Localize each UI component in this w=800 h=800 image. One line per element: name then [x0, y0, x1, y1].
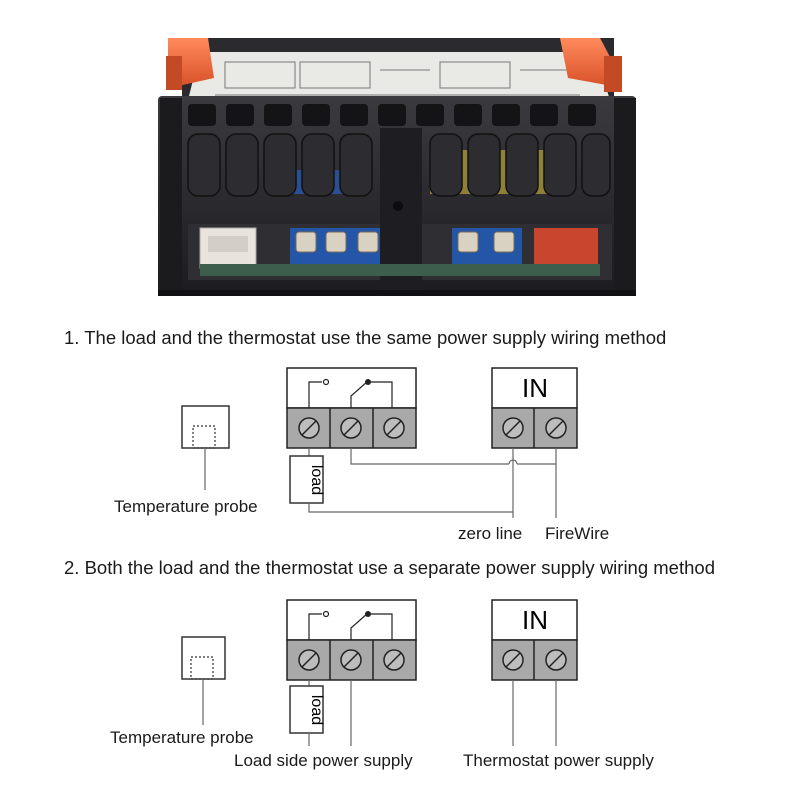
- temperature-probe-label-1: Temperature probe: [114, 497, 258, 516]
- load-box-1: load: [289, 448, 325, 504]
- load-box-2: load: [289, 680, 325, 734]
- circuit-board-area: [188, 224, 612, 280]
- thermostat-power-supply-label: Thermostat power supply: [463, 751, 654, 770]
- firewire-label: FireWire: [545, 524, 610, 543]
- mounting-clip-right: [560, 38, 622, 92]
- wiring-diagram-1: IN load: [181, 367, 578, 518]
- temperature-probe-1: [181, 405, 230, 490]
- zero-line-label: zero line: [458, 524, 523, 543]
- power-in-terminal-block-1: IN: [491, 367, 578, 449]
- wiring-diagram-2: IN load: [181, 599, 578, 746]
- in-label: IN: [522, 373, 548, 403]
- mounting-clip-left: [166, 38, 214, 90]
- wires-2: [308, 680, 557, 746]
- load-label: load: [308, 695, 325, 725]
- wiring-label-sticker: [215, 61, 580, 96]
- thermostat-rear-photo: [158, 38, 636, 296]
- power-in-terminal-block-2: IN: [491, 599, 578, 681]
- relay-terminal-block-2: [286, 599, 417, 681]
- temperature-probe-2: [181, 636, 226, 725]
- in-label: IN: [522, 605, 548, 635]
- section-2-heading: 2. Both the load and the thermostat use …: [64, 557, 715, 578]
- wires-1: [308, 448, 557, 518]
- section-1-heading: 1. The load and the thermostat use the s…: [64, 327, 667, 348]
- load-side-power-supply-label: Load side power supply: [234, 751, 413, 770]
- relay-terminal-block-1: [286, 367, 417, 449]
- load-label: load: [308, 465, 325, 495]
- temperature-probe-label-2: Temperature probe: [110, 728, 254, 747]
